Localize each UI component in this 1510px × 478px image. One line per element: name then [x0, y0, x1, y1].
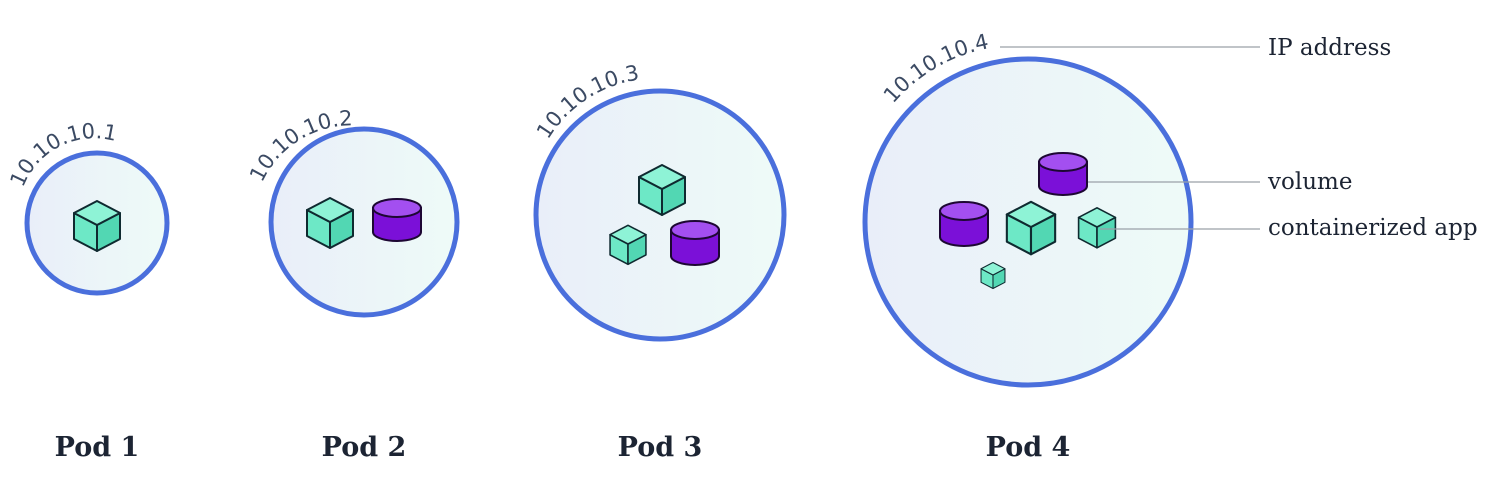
container-cube-icon: [1077, 206, 1117, 249]
container-cube-icon: [73, 200, 121, 252]
pod-2-circle: [268, 126, 460, 318]
volume-cylinder-icon: [1038, 152, 1088, 196]
pod-2-label: Pod 2: [322, 432, 407, 463]
pod-4: 10.10.10.4 Pod 4: [862, 29, 1194, 463]
pod-2: 10.10.10.2 Pod 2: [245, 106, 460, 463]
pod-1: 10.10.10.1 Pod 1: [5, 119, 170, 463]
legend-containerized-app: containerized app: [1268, 215, 1478, 241]
pod-4-label: Pod 4: [986, 432, 1071, 463]
volume-cylinder-icon: [372, 198, 422, 242]
volume-cylinder-icon: [670, 220, 720, 266]
container-cube-icon: [306, 197, 354, 249]
pod-3-label: Pod 3: [618, 432, 703, 463]
container-cube-icon: [638, 164, 686, 216]
pod-3: 10.10.10.3 Pod 3: [532, 61, 787, 463]
volume-cylinder-icon: [939, 201, 989, 247]
legend-ip-address: IP address: [1268, 35, 1391, 61]
legend-volume: volume: [1267, 169, 1352, 195]
container-cube-icon: [980, 262, 1006, 290]
container-cube-icon: [609, 224, 647, 266]
container-cube-icon: [1005, 200, 1057, 256]
pod-1-label: Pod 1: [55, 432, 140, 463]
